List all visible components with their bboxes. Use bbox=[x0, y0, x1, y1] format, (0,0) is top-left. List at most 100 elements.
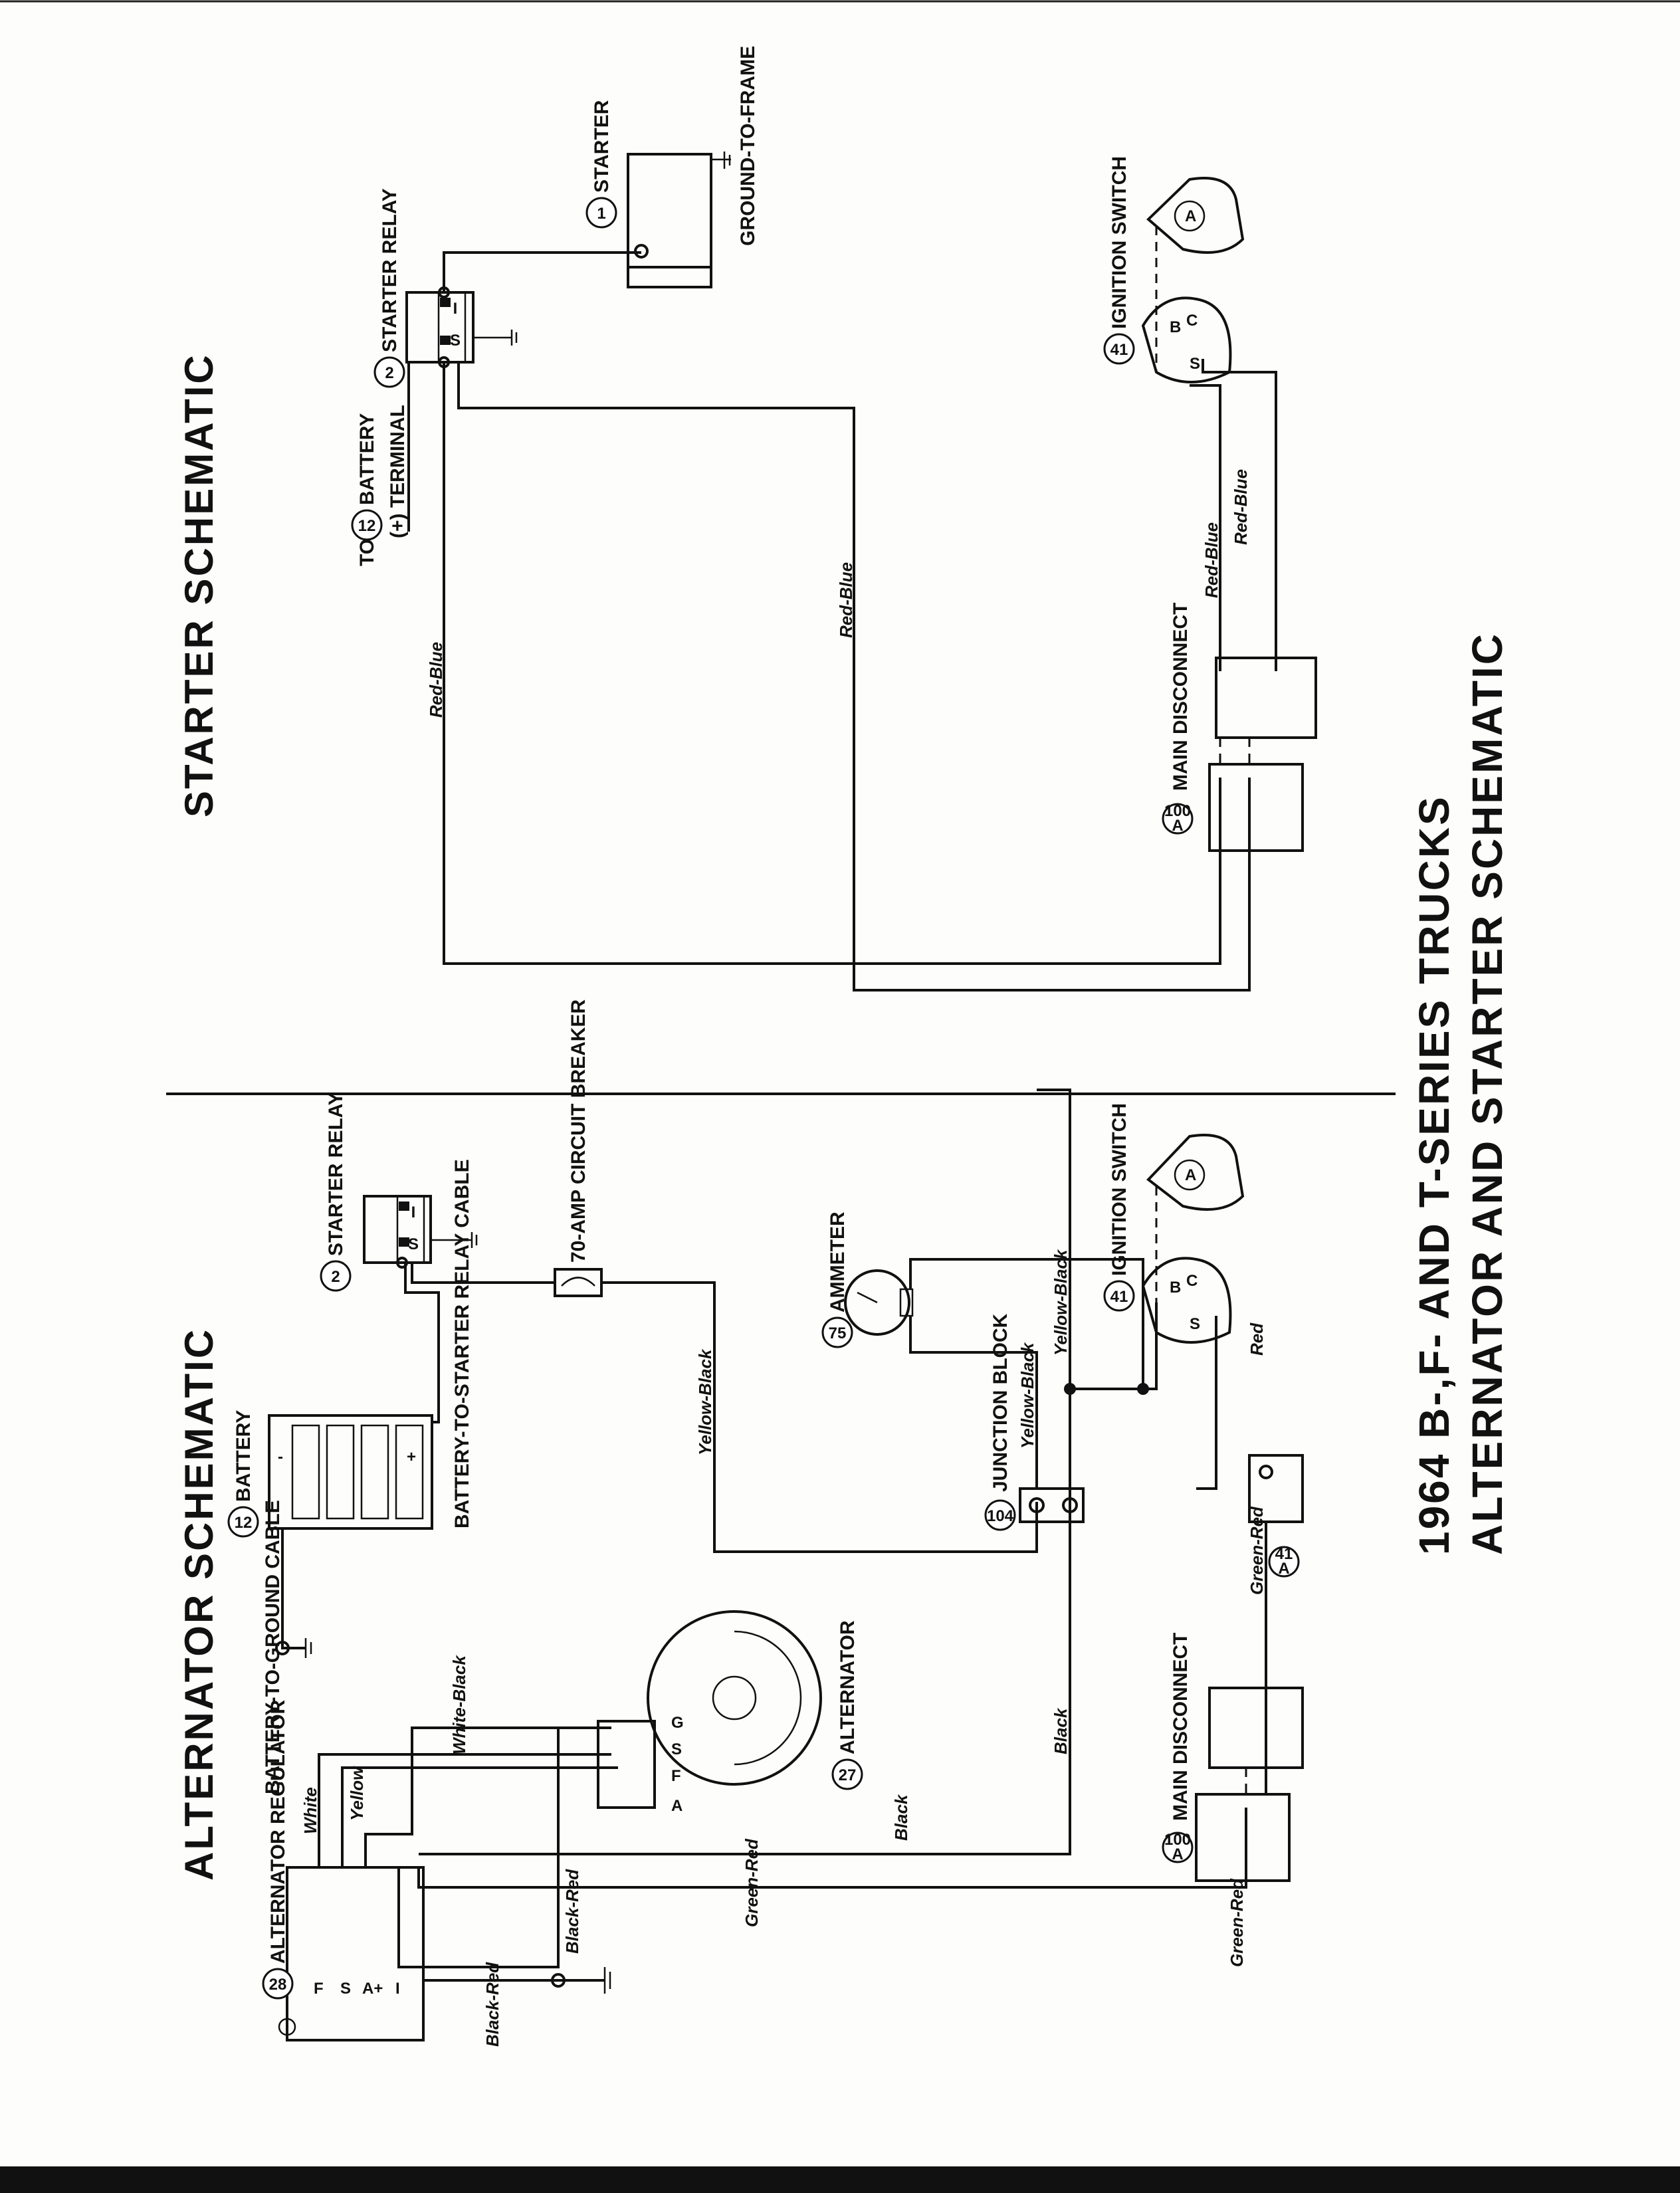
circuit-breaker bbox=[554, 1268, 603, 1297]
battery bbox=[268, 1414, 433, 1530]
callout-27 bbox=[831, 1758, 863, 1790]
svg-text:BATTERY: BATTERY bbox=[356, 413, 378, 505]
circuit-breaker-label: 70-AMP CIRCUIT BREAKER bbox=[568, 999, 589, 1263]
svg-text:Red-Blue: Red-Blue bbox=[1231, 469, 1251, 545]
svg-text:F: F bbox=[314, 1980, 324, 1998]
svg-text:41: 41 bbox=[1110, 1288, 1128, 1306]
svg-text:Yellow-Black: Yellow-Black bbox=[1051, 1249, 1071, 1356]
document-title-line1: 1964 B-,F- AND T-SERIES TRUCKS bbox=[1410, 795, 1458, 1555]
svg-text:+: + bbox=[407, 1448, 416, 1466]
ignition-switch-alt-label: IGNITION SWITCH bbox=[1108, 1103, 1130, 1276]
svg-text:12: 12 bbox=[235, 1514, 253, 1532]
relay-cable-label: BATTERY-TO-STARTER RELAY CABLE bbox=[451, 1159, 473, 1528]
callout-104 bbox=[984, 1499, 1016, 1531]
yellow-black-wire-b bbox=[909, 1258, 1144, 1390]
document-title-line2: ALTERNATOR AND STARTER SCHEMATIC bbox=[1463, 632, 1511, 1555]
svg-text:Yellow-Black: Yellow-Black bbox=[695, 1348, 715, 1455]
main-disconnect-female bbox=[1215, 657, 1317, 739]
svg-text:100: 100 bbox=[1164, 1831, 1191, 1849]
battery-label: BATTERY bbox=[233, 1410, 255, 1502]
svg-text:75: 75 bbox=[829, 1324, 847, 1342]
ignition-switch-label: IGNITION SWITCH bbox=[1108, 156, 1130, 329]
ground-cable-label: BATTERY-TO-GROUND CABLE bbox=[262, 1500, 284, 1794]
main-disconnect-alt-male bbox=[1195, 1793, 1291, 1882]
svg-text:41: 41 bbox=[1275, 1545, 1293, 1563]
svg-text:A+: A+ bbox=[362, 1980, 383, 1998]
svg-text:S: S bbox=[408, 1235, 419, 1253]
yellow-black-wire-a bbox=[601, 1281, 1038, 1553]
svg-text:Yellow: Yellow bbox=[347, 1766, 367, 1821]
callout-100a-alt bbox=[1162, 1831, 1194, 1863]
alternator-regulator bbox=[286, 1866, 425, 2041]
svg-text:A: A bbox=[671, 1797, 682, 1815]
svg-text:2: 2 bbox=[331, 1268, 340, 1286]
junction-block bbox=[1019, 1487, 1085, 1523]
svg-text:-: - bbox=[278, 1448, 283, 1466]
svg-text:TO: TO bbox=[356, 539, 378, 566]
svg-text:104: 104 bbox=[987, 1507, 1014, 1525]
callout-12 bbox=[351, 509, 383, 541]
battery-terminal-label: (+) TERMINAL bbox=[387, 405, 409, 538]
svg-text:G: G bbox=[671, 1714, 684, 1732]
svg-text:I: I bbox=[395, 1980, 400, 1998]
svg-text:A: A bbox=[1172, 817, 1183, 835]
starter-schematic: STARTER SCHEMATIC GROUND-TO-FRAME 1 STAR… bbox=[177, 46, 1317, 992]
main-disconnect-alt-label: MAIN DISCONNECT bbox=[1170, 1633, 1192, 1821]
callout-1 bbox=[585, 197, 617, 229]
svg-text:Green-Red: Green-Red bbox=[1247, 1506, 1267, 1595]
svg-text:12: 12 bbox=[358, 517, 376, 535]
callout-12-battery bbox=[227, 1506, 259, 1538]
svg-text:1: 1 bbox=[597, 205, 605, 223]
svg-text:C: C bbox=[1186, 312, 1198, 330]
alternator-schematic: ALTERNATOR SCHEMATIC F S A+ I 28 ALTERNA… bbox=[177, 999, 1304, 2047]
green-red-wire-main bbox=[417, 1808, 1247, 1889]
ignition-switch-lower bbox=[1141, 296, 1232, 383]
alternator-heading: ALTERNATOR SCHEMATIC bbox=[177, 1328, 221, 1881]
starter-relay-label: STARTER RELAY bbox=[379, 188, 401, 352]
alternator-label: ALTERNATOR bbox=[837, 1620, 859, 1754]
callout-2 bbox=[373, 356, 405, 388]
ammeter bbox=[844, 1269, 910, 1336]
relay-to-starter-wire bbox=[443, 251, 641, 292]
ignition-switch-alt-upper bbox=[1146, 1134, 1245, 1211]
black-red-wire bbox=[397, 1728, 560, 1968]
svg-text:A: A bbox=[1172, 1845, 1183, 1863]
svg-text:White-Black: White-Black bbox=[449, 1655, 469, 1754]
callout-28 bbox=[262, 1968, 294, 2000]
starter-ground-label: GROUND-TO-FRAME bbox=[737, 46, 759, 246]
svg-text:2: 2 bbox=[385, 364, 393, 382]
svg-text:S: S bbox=[1190, 1315, 1200, 1333]
black-wire-main bbox=[419, 1089, 1071, 1855]
svg-text:Black-Red: Black-Red bbox=[562, 1869, 582, 1954]
svg-text:27: 27 bbox=[839, 1766, 857, 1784]
starter-label: STARTER bbox=[591, 100, 613, 193]
junction-block-label: JUNCTION BLOCK bbox=[990, 1313, 1011, 1492]
svg-text:S: S bbox=[340, 1980, 351, 1998]
connector-41a bbox=[1248, 1454, 1304, 1523]
ammeter-label: AMMETER bbox=[827, 1211, 849, 1312]
main-disconnect-male bbox=[1208, 763, 1304, 852]
alternator-regulator-label: ALTERNATOR REGULATOR bbox=[267, 1699, 289, 1964]
svg-text:I: I bbox=[411, 1203, 416, 1221]
callout-41 bbox=[1103, 333, 1135, 365]
svg-text:Red-Blue: Red-Blue bbox=[426, 642, 446, 718]
white-wire bbox=[318, 1753, 611, 1867]
callout-75 bbox=[821, 1316, 853, 1348]
svg-text:S: S bbox=[671, 1740, 682, 1758]
svg-text:F: F bbox=[671, 1767, 681, 1785]
svg-text:Red-Blue: Red-Blue bbox=[1202, 522, 1221, 598]
svg-text:Red: Red bbox=[1247, 1322, 1267, 1356]
battery-ground-cable bbox=[281, 1528, 306, 1649]
svg-text:41: 41 bbox=[1110, 341, 1128, 359]
svg-text:Black: Black bbox=[891, 1794, 911, 1841]
svg-text:S: S bbox=[450, 332, 461, 350]
svg-text:Black-Red: Black-Red bbox=[482, 1962, 502, 2047]
svg-text:Black: Black bbox=[1051, 1707, 1071, 1754]
callout-2-alt bbox=[320, 1260, 352, 1292]
callout-41-alt bbox=[1103, 1280, 1135, 1312]
ignition-switch-upper bbox=[1146, 177, 1245, 254]
svg-text:White: White bbox=[300, 1787, 320, 1834]
svg-text:Green-Red: Green-Red bbox=[1227, 1878, 1247, 1967]
